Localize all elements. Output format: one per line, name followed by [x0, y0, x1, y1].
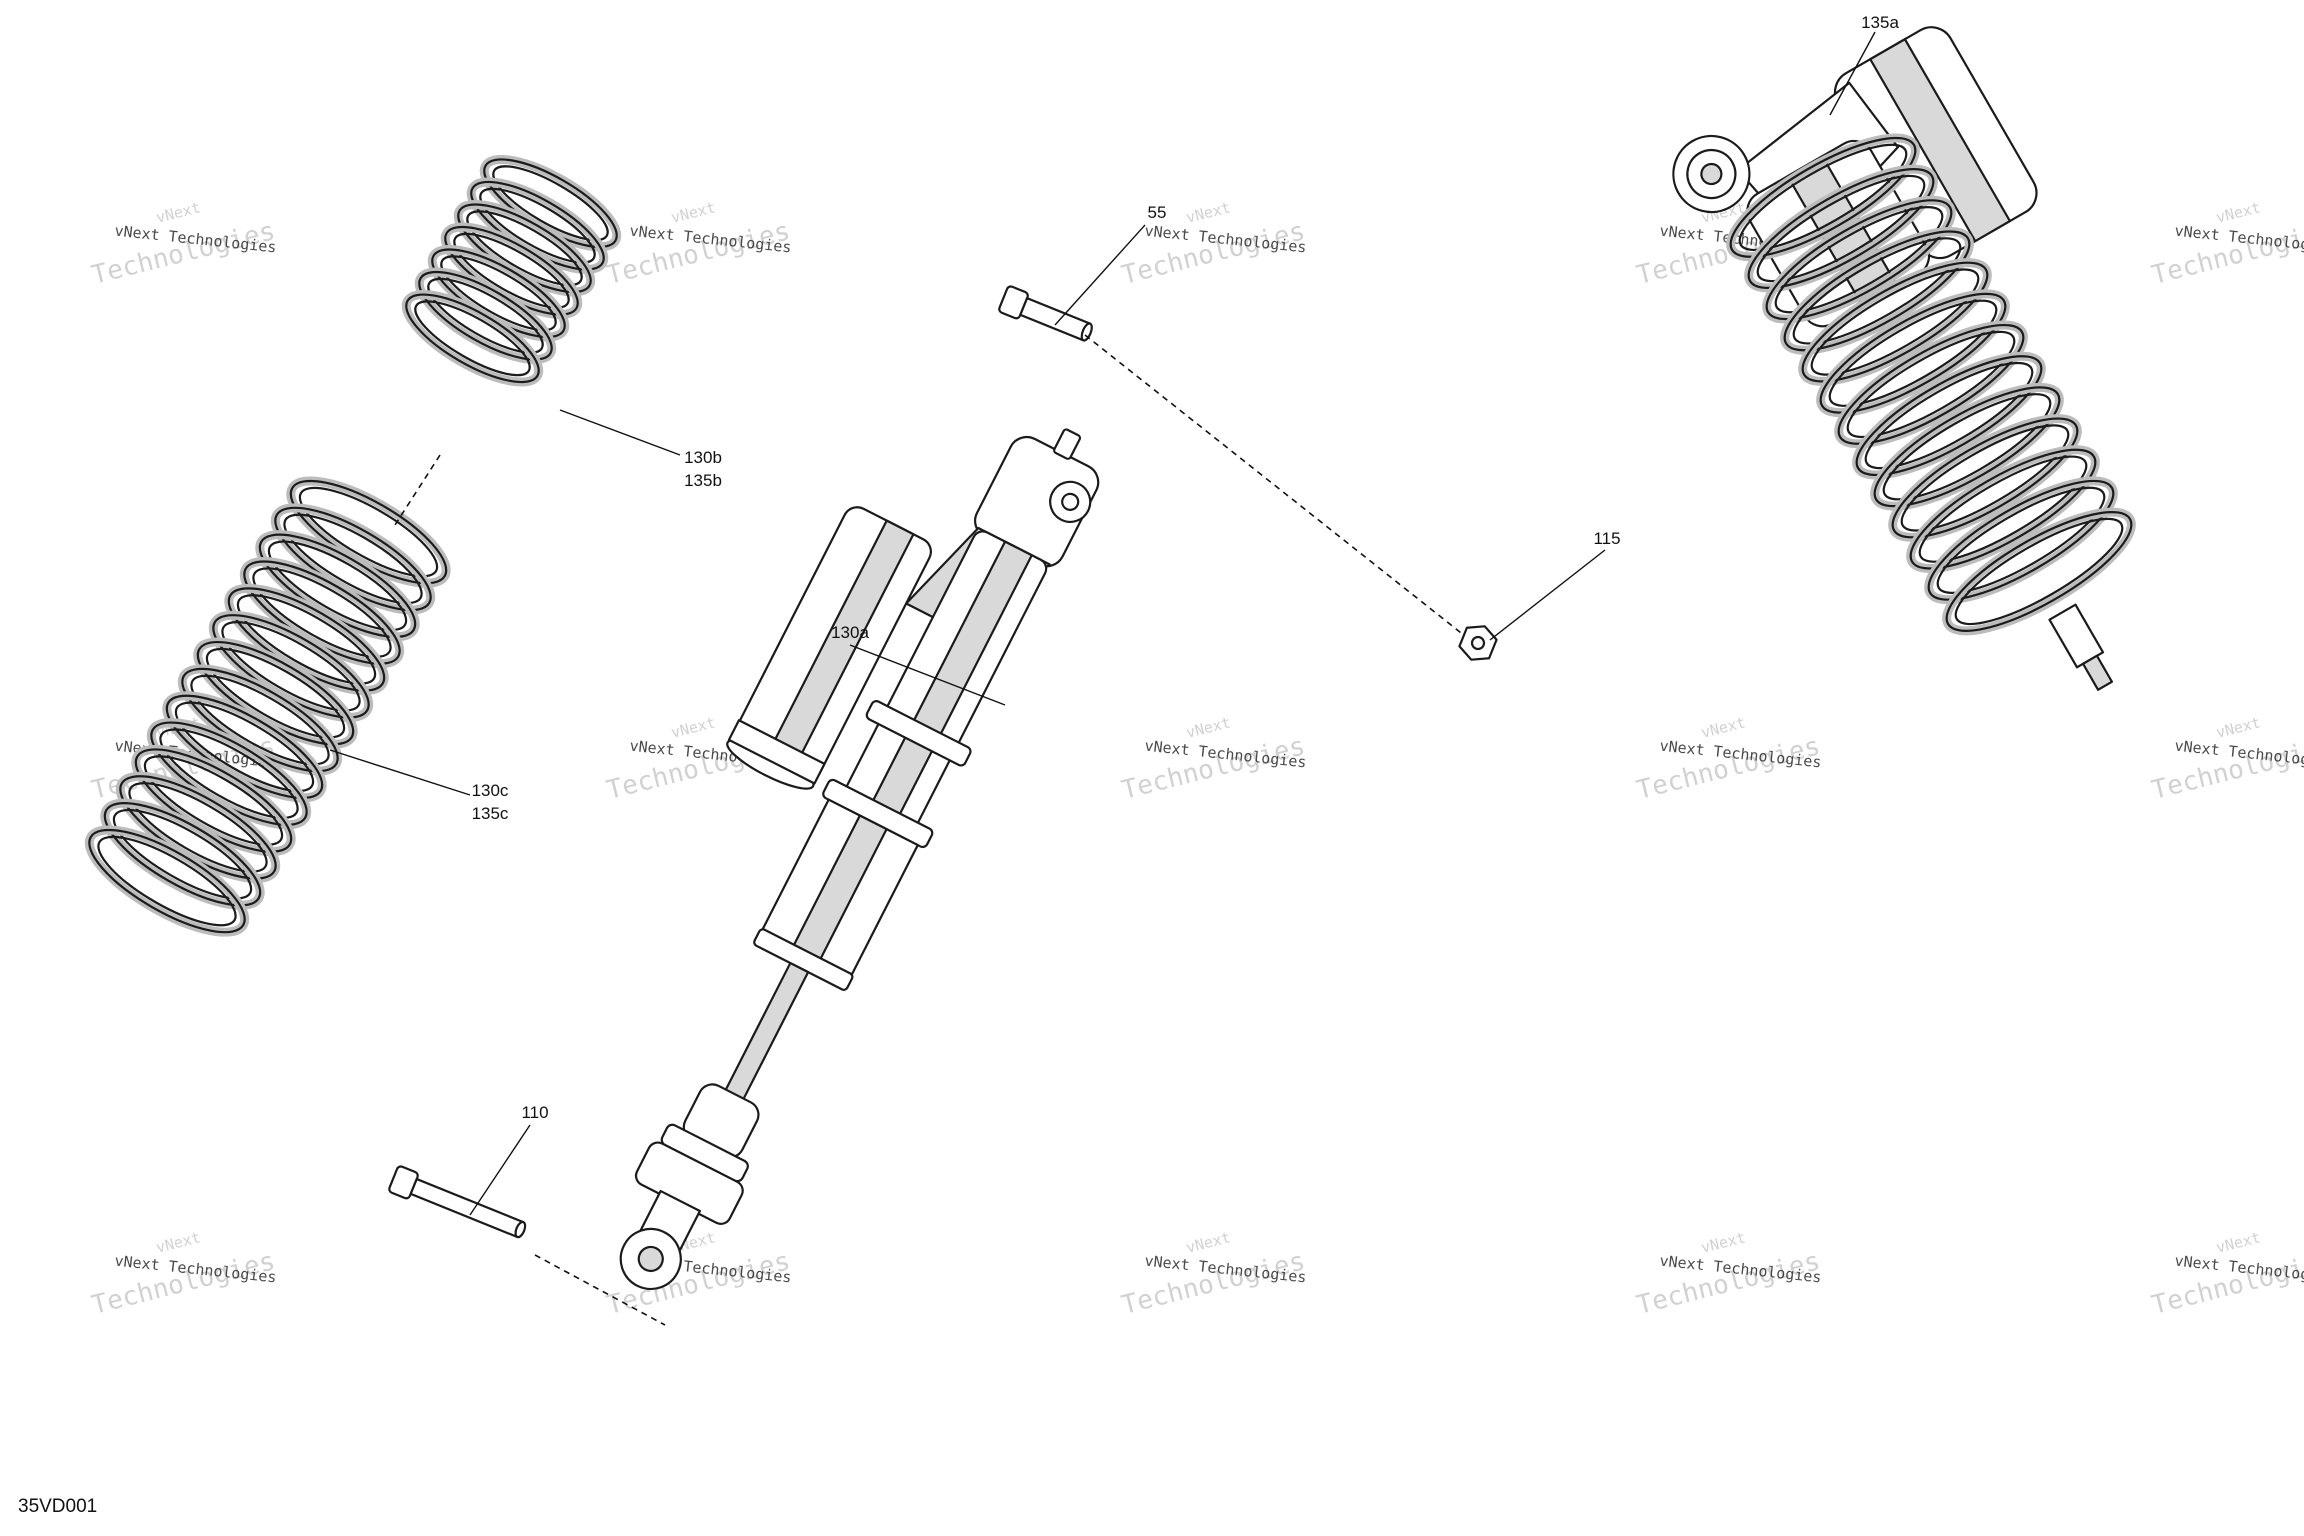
- watermark-text: vNext: [1184, 198, 1232, 226]
- diagram-code: 35VD001: [18, 1496, 98, 1517]
- bolt-55-axis-line: [1084, 334, 1471, 641]
- callout-55: 55: [1148, 203, 1167, 222]
- leader-115: [1489, 549, 1606, 641]
- watermark-text: vNext: [154, 1228, 202, 1256]
- watermark-text: vNext: [154, 198, 202, 226]
- leader-55: [1054, 224, 1146, 326]
- watermark-text: vNext: [669, 198, 717, 226]
- callout-135a: 135a: [1861, 13, 1899, 32]
- watermark-text: vNext: [669, 713, 717, 741]
- bolt-110: [388, 1165, 527, 1239]
- watermark-text: vNext: [2214, 1228, 2262, 1256]
- leader-130c: [329, 749, 471, 796]
- callout-130b: 130b: [684, 448, 722, 467]
- callout-130a: 130a: [831, 623, 869, 642]
- watermark-text: vNext: [1699, 713, 1747, 741]
- callout-115: 115: [1593, 529, 1620, 548]
- callout-135b: 135b: [684, 471, 722, 490]
- watermark-text: vNext: [1184, 713, 1232, 741]
- leader-135a: [1829, 31, 1876, 116]
- spring-alignment-line: [394, 454, 441, 526]
- nut-115: [1458, 625, 1498, 661]
- small-coil-spring: [401, 154, 622, 387]
- watermark-text: vNext: [2214, 713, 2262, 741]
- bolt-55: [998, 285, 1093, 342]
- watermark-text: vNext: [1184, 1228, 1232, 1256]
- bolt-110-axis-line: [534, 1254, 666, 1326]
- large-coil-spring: [84, 476, 451, 937]
- leader-130b: [559, 409, 681, 456]
- shock-absorber-130a: [619, 428, 1100, 1291]
- callout-110: 110: [521, 1103, 548, 1122]
- watermark-text: vNext: [1699, 1228, 1747, 1256]
- leader-130a: [849, 644, 1006, 706]
- leader-110: [469, 1124, 531, 1216]
- callout-135c: 135c: [472, 804, 509, 823]
- callout-130c: 130c: [472, 781, 509, 800]
- watermark-text: vNext: [2214, 198, 2262, 226]
- shock-assembly-135a: [1672, 26, 2136, 691]
